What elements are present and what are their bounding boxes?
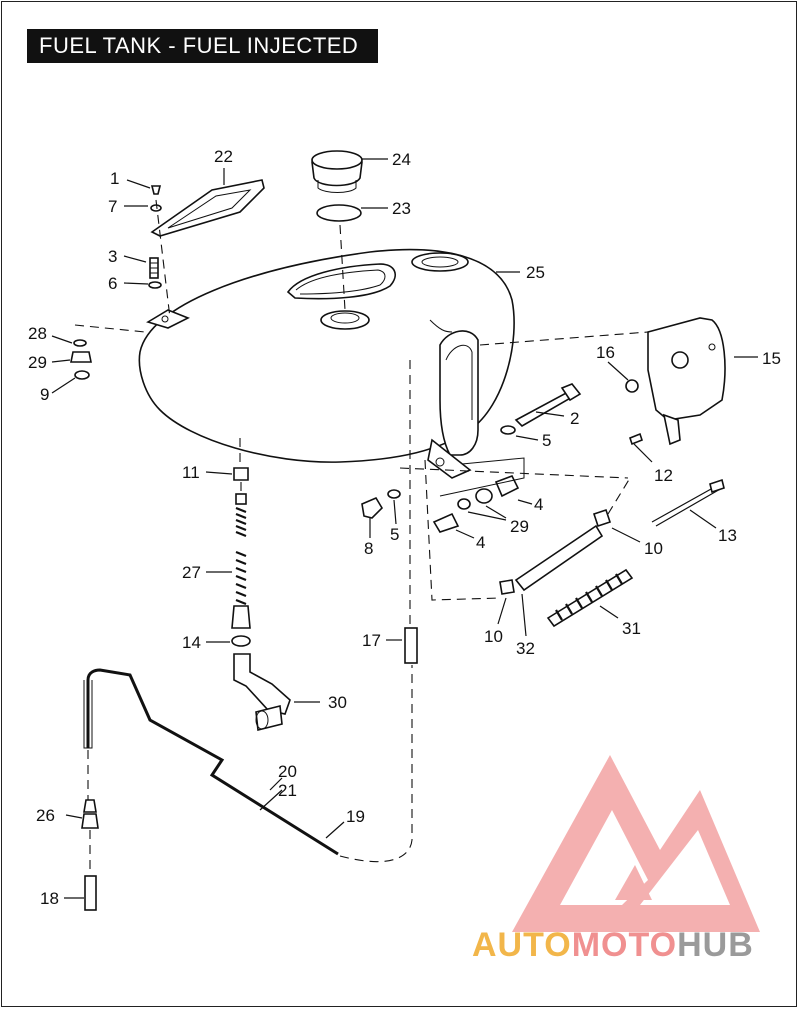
sleeve-31-part	[546, 568, 634, 628]
callout-6: 6	[108, 274, 117, 293]
callout-19: 19	[346, 807, 365, 826]
callout-15: 15	[762, 349, 781, 368]
fuel-cap-part	[311, 150, 363, 193]
console-panel-part	[150, 179, 265, 237]
callout-2: 2	[570, 409, 579, 428]
callout-5-center: 5	[390, 525, 399, 544]
callout-4-right: 4	[534, 495, 543, 514]
cap-17-part	[404, 627, 418, 664]
callout-11: 11	[182, 463, 200, 482]
callout-28: 28	[28, 324, 47, 343]
callout-21: 21	[278, 781, 297, 800]
callout-12: 12	[654, 466, 673, 485]
hose-route-line	[424, 459, 501, 601]
fuel-hose-27-part	[231, 493, 251, 629]
callout-labels: 1 7 3 6 28 29 9 22 24 23 25 15 16 2 5 12…	[28, 147, 781, 908]
nut-8-part	[361, 496, 384, 519]
callout-10-lower: 10	[484, 627, 503, 646]
callout-10-right: 10	[644, 539, 663, 558]
grommet-29-part	[70, 351, 92, 363]
callout-18: 18	[40, 889, 59, 908]
washer-6-part	[148, 281, 162, 289]
callout-29-left: 29	[28, 353, 47, 372]
watermark-brand: AUTOMOTOHUB	[472, 926, 754, 965]
spacer-4-part	[432, 474, 520, 533]
clamp-10-lower-part	[499, 579, 515, 595]
o-ring-14-part	[231, 635, 251, 647]
cover-mount-line	[479, 331, 649, 346]
callout-27: 27	[182, 563, 201, 582]
callout-32: 32	[516, 639, 535, 658]
washer-5-right-part	[500, 425, 516, 435]
callout-23: 23	[392, 199, 411, 218]
callout-17: 17	[362, 631, 381, 650]
brand-part-moto: MOTO	[571, 926, 678, 964]
fitting-26-part	[81, 799, 99, 829]
cap-18-part	[84, 875, 97, 911]
callout-3: 3	[108, 247, 117, 266]
fuel-elbow-30-part	[233, 653, 291, 731]
center-mount-line	[399, 467, 629, 479]
brand-part-hub: HUB	[677, 926, 754, 964]
callout-30: 30	[328, 693, 347, 712]
left-mount-centerline	[155, 199, 171, 319]
callout-13: 13	[718, 526, 737, 545]
grommet-16-part	[625, 379, 639, 393]
callout-8: 8	[364, 539, 373, 558]
fitting-11-part	[233, 467, 249, 481]
hose-route-line-2	[607, 477, 631, 515]
callout-22: 22	[214, 147, 233, 166]
callout-16: 16	[596, 343, 615, 362]
callout-20: 20	[278, 762, 297, 781]
screw-1-part	[150, 185, 162, 195]
clamp-10-upper-part	[592, 508, 612, 528]
washer-5-center-part	[387, 489, 401, 499]
callout-29-center: 29	[510, 517, 529, 536]
hose-32-part	[514, 524, 604, 592]
callout-24: 24	[392, 150, 411, 169]
callout-9: 9	[40, 385, 49, 404]
callout-5-right: 5	[542, 431, 551, 450]
diagram-title: FUEL TANK - FUEL INJECTED	[27, 29, 379, 63]
callout-26: 26	[36, 806, 55, 825]
cap-gasket-part	[316, 204, 362, 222]
bolt-2-part	[514, 383, 582, 427]
triangle-m-logo	[512, 755, 760, 932]
callout-7: 7	[108, 197, 117, 216]
wire-ties-13-part	[651, 478, 725, 527]
washer-7-part	[150, 204, 162, 212]
bracket-outline	[439, 457, 525, 497]
screw-3-part	[149, 257, 159, 279]
fuel-tank-body	[138, 248, 515, 479]
screw-12-part	[629, 432, 643, 446]
callout-14: 14	[182, 633, 201, 652]
washer-28-part	[73, 339, 87, 347]
cover-15-part	[647, 317, 726, 446]
callout-25: 25	[526, 263, 545, 282]
brand-part-auto: AUTO	[472, 926, 572, 964]
callout-4-center: 4	[476, 533, 485, 552]
spacer-9-part	[74, 370, 90, 380]
vent-tube-part	[83, 668, 339, 856]
grommet-29-center-part	[457, 488, 493, 510]
callout-31: 31	[622, 619, 641, 638]
callout-1: 1	[110, 169, 119, 188]
vent-loop-line	[339, 665, 413, 863]
leader-lines	[51, 158, 758, 899]
left-front-mount-line	[74, 324, 146, 333]
